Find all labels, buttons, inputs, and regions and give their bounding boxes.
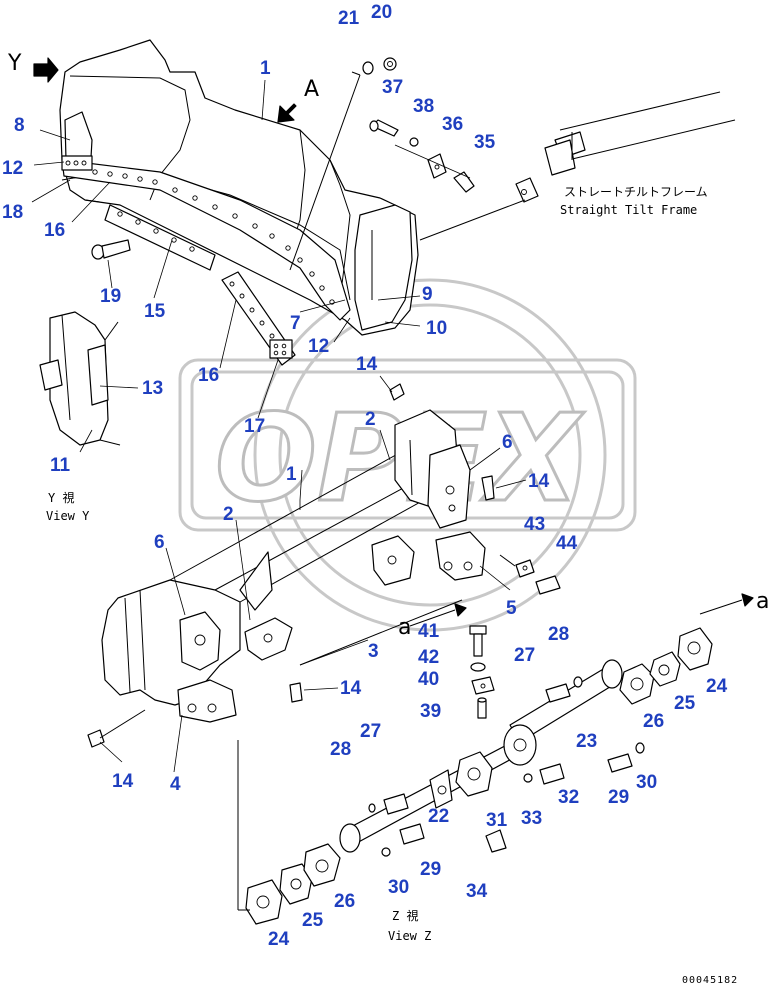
callout-6b: 6 [154,532,165,553]
frame-caption-en: Straight Tilt Frame [560,203,697,217]
callout-29a: 29 [608,787,629,808]
callout-43: 43 [524,514,545,535]
callout-33: 33 [521,808,542,829]
view-y-caption-jp: Y 視 [48,490,74,505]
callout-30b: 30 [388,877,409,898]
callout-9: 9 [422,284,433,305]
parts-43-44 [499,554,561,595]
callout-4: 4 [170,774,181,795]
callout-11: 11 [50,455,71,476]
callout-14c: 14 [340,678,362,699]
view-letter-a-left: a [398,615,411,640]
callout-36: 36 [442,114,463,135]
callout-12b: 12 [308,336,329,357]
frame-caption-jp: ストレートチルトフレーム [564,185,708,199]
callout-32: 32 [558,787,579,808]
view-letter-a: A [304,77,319,102]
callout-22: 22 [428,806,449,827]
callout-27b: 27 [360,721,381,742]
callout-17: 17 [244,416,265,437]
callout-29b: 29 [420,859,441,880]
callout-20: 20 [371,2,392,23]
callout-5: 5 [506,598,517,619]
callout-18: 18 [2,202,23,223]
small-parts-top [289,57,539,271]
callout-19: 19 [100,286,121,307]
callout-44: 44 [556,533,578,554]
callout-42: 42 [418,647,439,668]
callout-39: 39 [420,701,441,722]
grease-fittings [87,383,495,748]
parts-41-42-40-39 [469,625,495,719]
callout-14b: 14 [528,471,550,492]
tilt-frame-arm [544,91,736,176]
callout-31: 31 [486,810,508,831]
callout-16: 16 [44,220,65,241]
direction-arrows [33,57,754,627]
callout-34: 34 [466,881,488,902]
cutting-edge-holes [92,169,335,305]
callout-28a: 28 [548,624,569,645]
callout-12: 12 [2,158,23,179]
callout-38: 38 [413,96,434,117]
callout-2a: 2 [365,409,376,430]
view-y-caption-en: View Y [46,509,90,523]
callout-30a: 30 [636,772,657,793]
callout-41: 41 [418,621,440,642]
drawing-code: 00045182 [682,975,738,986]
view-z-caption-jp: Z 視 [392,908,418,923]
view-y-detail [39,311,121,446]
callout-21: 21 [338,8,360,29]
callout-1: 1 [260,58,271,79]
callout-26a: 26 [643,711,664,732]
callout-23: 23 [576,731,597,752]
cutting-edge-15 [104,204,216,271]
view-z-caption-en: View Z [388,929,431,943]
callout-6a: 6 [502,432,513,453]
callout-25b: 25 [302,910,324,931]
callout-8: 8 [14,115,25,136]
callout-28b: 28 [330,739,351,760]
callout-14d: 14 [112,771,134,792]
callout-3: 3 [368,641,379,662]
tilt-brace [237,627,713,925]
callout-24a: 24 [706,676,728,697]
callout-26b: 26 [334,891,355,912]
callout-25a: 25 [674,693,696,714]
blade-top [59,39,419,336]
bolt-19 [91,239,131,260]
callout-40: 40 [418,669,439,690]
callout-10: 10 [426,318,447,339]
callout-13: 13 [142,378,163,399]
callout-1b: 1 [286,464,297,485]
callout-24b: 24 [268,929,290,950]
callout-35: 35 [474,132,496,153]
callout-2b: 2 [223,504,234,525]
callout-7: 7 [290,313,301,334]
view-letter-y: Y [7,51,22,76]
callout-16b: 16 [198,365,219,386]
leader-lines [31,79,527,773]
callout-37: 37 [382,77,403,98]
callouts: 1 8 12 18 16 19 15 21 20 37 38 36 35 9 7… [2,2,728,950]
callout-27a: 27 [514,645,535,666]
callout-15: 15 [144,301,166,322]
callout-14a: 14 [356,354,378,375]
lower-frame [101,409,486,723]
cutting-edge-16-17 [221,271,296,366]
view-letter-a-right: a [756,589,769,614]
